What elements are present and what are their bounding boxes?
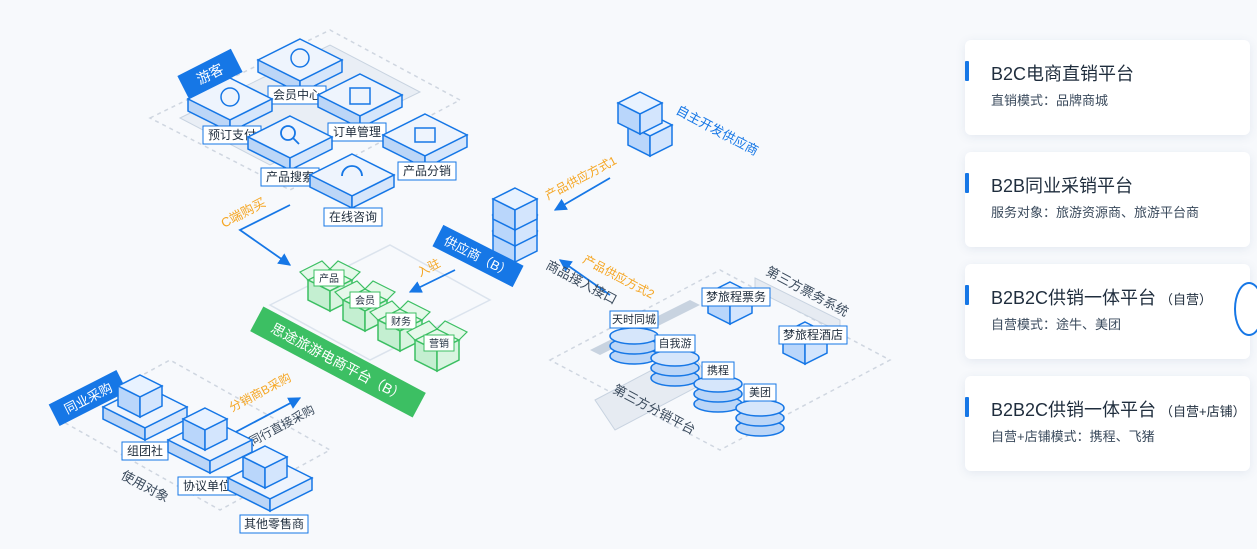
agreement-unit-label: 协议单位 [183, 478, 231, 493]
ziwoyou-node: 自我游 [650, 334, 700, 387]
product-search-label: 产品搜索 [266, 169, 314, 184]
panel-title: B2B同业采销平台 [991, 176, 1134, 196]
member-center-label: 会员中心 [273, 87, 321, 102]
panel-accent-bar [965, 397, 969, 417]
payment-icon [220, 87, 240, 107]
supply-1-arrow [553, 177, 611, 211]
ctrip-node: 携程 [693, 361, 743, 413]
finance-box-node: 财务 [369, 300, 431, 352]
visitor-area-outline [148, 29, 462, 191]
panel-b2b2c-self[interactable]: B2B2C供销一体平台（自营） 自营模式：途牛、美团 [965, 264, 1257, 359]
product-distribution-node: 产品分销 [382, 113, 468, 181]
panel-accent-bar [965, 173, 969, 193]
box-member-label: 会员 [355, 294, 375, 307]
box-product-label: 产品 [319, 272, 339, 285]
ecosystem-diagram: 游客 会员中心 预订支付 订单管理 产品搜索 产品分销 在线咨询 [48, 29, 892, 534]
meituan-node: 美团 [735, 383, 785, 437]
panel-title: B2B2C供销一体平台（自营） [991, 288, 1213, 308]
panel-b2b[interactable]: B2B同业采销平台 服务对象：旅游资源商、旅游平台商 [965, 152, 1250, 247]
product-distribution-label: 产品分销 [403, 164, 451, 178]
agreement-unit-node: 协议单位 [167, 407, 253, 496]
panel-b2c[interactable]: B2C电商直销平台 直销模式：品牌商城 [965, 40, 1250, 135]
online-consulting-label: 在线咨询 [329, 209, 377, 224]
third-party-area-outline [548, 269, 892, 451]
group-agency-label: 组团社 [127, 443, 163, 458]
panel-title: B2C电商直销平台 [991, 64, 1135, 84]
online-consulting-node: 在线咨询 [309, 153, 395, 227]
c-end-purchase-label: C端购买 [218, 195, 268, 231]
panel-b2b2c-store[interactable]: B2B2C供销一体平台（自营+店铺） 自营+店铺模式：携程、飞猪 [965, 376, 1250, 471]
dream-ticket-node: 梦旅程票务 [701, 281, 771, 325]
member-box-node: 会员 [334, 280, 396, 332]
self-built-supplier-label: 自主开发供应商 [674, 102, 761, 158]
dream-hotel-node: 梦旅程酒店 [778, 321, 848, 365]
panel-title: B2B2C供销一体平台（自营+店铺） [991, 400, 1246, 420]
panel-accent-bar [965, 285, 969, 305]
center-area-outline [268, 244, 492, 361]
order-management-label: 订单管理 [333, 124, 381, 139]
panel-desc: 直销模式：品牌商城 [991, 93, 1109, 108]
member-center-node: 会员中心 [257, 38, 343, 105]
marketing-box-node: 营销 [406, 320, 468, 372]
enter-label: 入驻 [414, 255, 442, 280]
ziwoyou-label: 自我游 [659, 337, 692, 350]
headset-icon [341, 165, 363, 177]
other-retailer-node: 其他零售商 [227, 445, 313, 534]
usage-target-label: 使用对象 [119, 467, 172, 505]
product-search-node: 产品搜索 [247, 115, 333, 187]
search-icon [280, 125, 296, 141]
box-finance-label: 财务 [391, 315, 411, 328]
order-icon [349, 87, 371, 105]
order-management-node: 订单管理 [317, 73, 403, 142]
panel-desc: 自营+店铺模式：携程、飞猪 [991, 429, 1155, 444]
tianshi-city-label: 天时同城 [612, 313, 656, 326]
booking-payment-node: 预订支付 [187, 77, 273, 145]
panel-desc: 自营模式：途牛、美团 [991, 317, 1122, 332]
ctrip-label: 携程 [707, 363, 729, 377]
tianshi-city-node: 天时同城 [609, 310, 659, 365]
supplier-stack-node [492, 187, 538, 263]
purchase-arrow [229, 397, 302, 436]
panel-desc: 服务对象：旅游资源商、旅游平台商 [991, 205, 1200, 220]
supply-2-arrow [558, 259, 611, 296]
distribution-icon [414, 127, 436, 143]
distribute-purchase-label: 分销商B采购 [226, 369, 293, 414]
dream-hotel-label: 梦旅程酒店 [783, 327, 843, 342]
meituan-label: 美团 [749, 386, 771, 399]
enter-arrow [408, 269, 456, 293]
c-end-purchase-arrow [238, 204, 292, 266]
box-marketing-label: 营销 [429, 337, 449, 350]
self-built-supplier-node [617, 91, 673, 157]
panel-accent-bar [965, 61, 969, 81]
product-box-node: 产品 [299, 260, 361, 312]
dream-ticket-label: 梦旅程票务 [706, 289, 766, 304]
booking-payment-label: 预订支付 [208, 128, 256, 142]
heart-icon [290, 48, 310, 68]
carousel-edge-button[interactable] [1234, 282, 1257, 336]
other-retailer-label: 其他零售商 [244, 516, 304, 531]
